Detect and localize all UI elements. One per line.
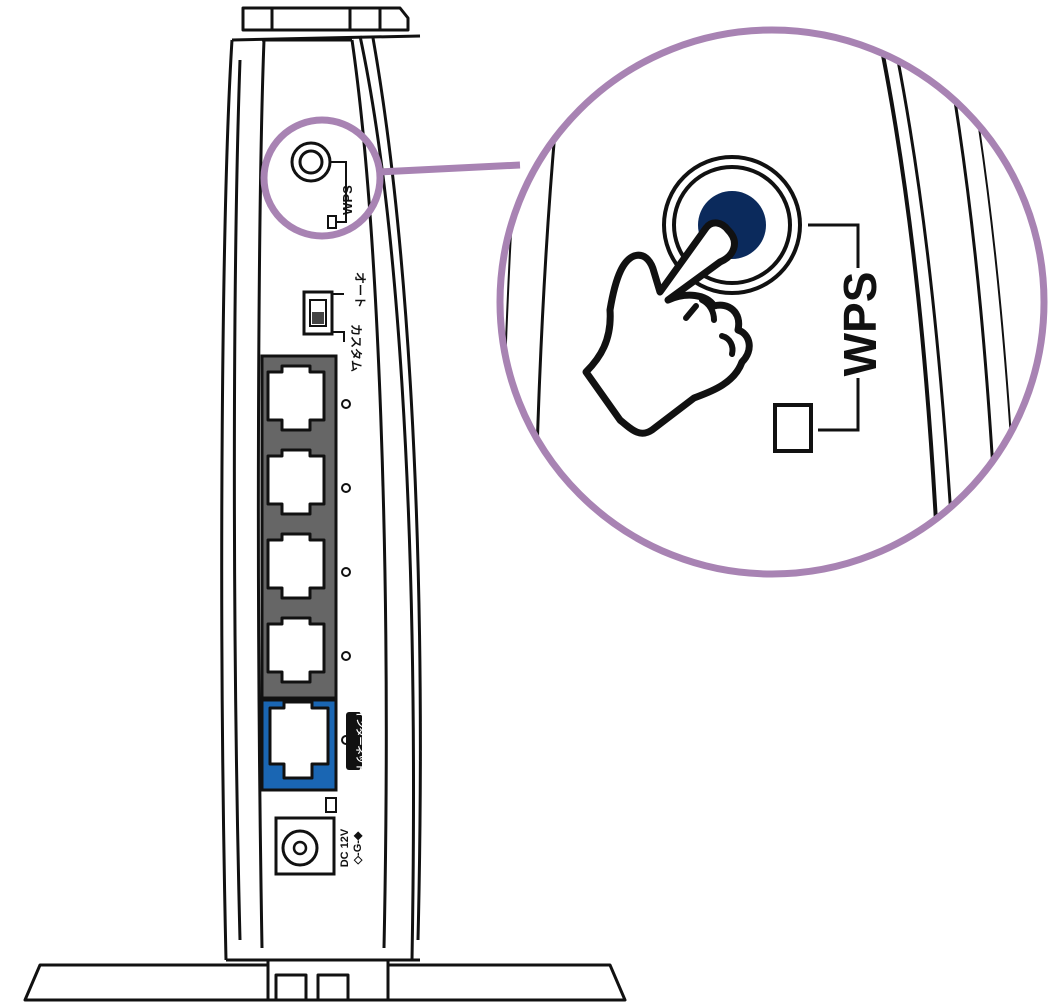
mode-custom-label: カスタム (349, 324, 363, 372)
wan-port[interactable] (268, 700, 330, 780)
internet-label: インターネット (355, 709, 366, 772)
mode-switch-leaders (332, 293, 345, 342)
dc-power-jack[interactable] (274, 816, 336, 876)
lan-led-4 (341, 651, 351, 661)
callout-small-circle (260, 116, 384, 240)
lan-ports (266, 364, 326, 684)
internet-label-tag: インターネット (346, 709, 366, 773)
pointing-hand-icon (582, 219, 753, 437)
router-stand (23, 958, 627, 1002)
callout-connector (377, 161, 521, 176)
wps-button-small[interactable] (290, 141, 332, 183)
power-led (325, 797, 337, 813)
lan-leds (341, 399, 351, 745)
wps-led-small (327, 215, 337, 229)
callout-magnified-view: WPS (500, 30, 1044, 574)
lan-led-2 (341, 483, 351, 493)
router-body (220, 6, 422, 962)
lan-port-1[interactable] (266, 364, 326, 432)
wps-led-large (773, 403, 813, 453)
lan-port-2[interactable] (266, 448, 326, 516)
wan-port-block (260, 698, 338, 792)
lan-port-3[interactable] (266, 532, 326, 600)
dc-label-line2: ◇-G-◆ (352, 831, 364, 865)
wps-label-bg (840, 268, 880, 378)
mode-auto-label: オート (353, 272, 367, 308)
lan-led-1 (341, 399, 351, 409)
wps-label-large: WPS (834, 272, 886, 377)
wps-label-small: WPS (340, 185, 355, 215)
dc-label-line1: DC 12V (339, 828, 351, 867)
mode-switch[interactable] (302, 290, 334, 336)
lan-port-4[interactable] (266, 616, 326, 684)
lan-led-3 (341, 567, 351, 577)
wps-leader-small (330, 161, 347, 223)
callout-large-circle (496, 26, 1048, 578)
